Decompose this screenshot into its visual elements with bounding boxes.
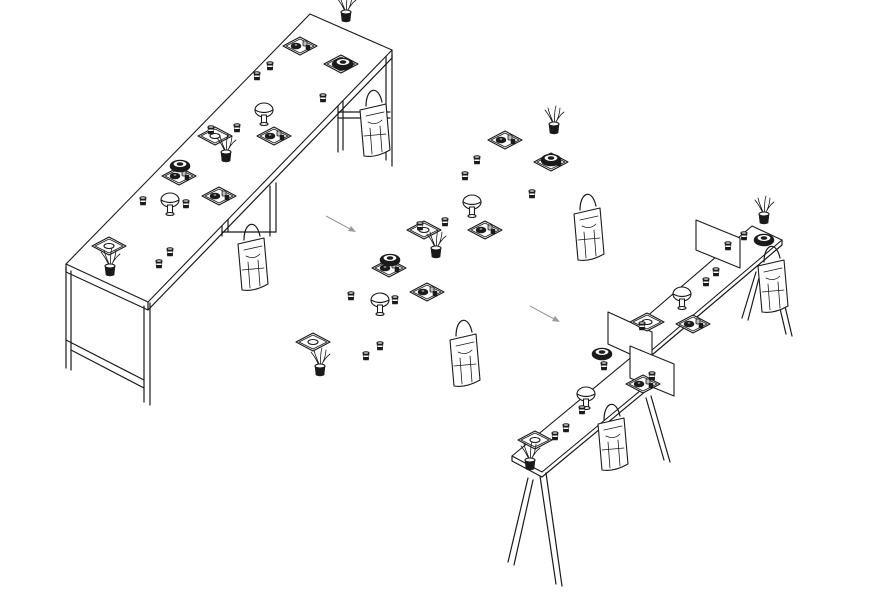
cup-icon [139, 196, 147, 206]
tray-icon [406, 220, 442, 240]
cup-icon [319, 93, 327, 103]
tray-icon [295, 332, 331, 352]
cup-icon [551, 431, 559, 441]
bowl-icon [332, 57, 354, 71]
cup-icon [638, 321, 646, 331]
cup-icon [362, 351, 370, 361]
cup-icon [600, 361, 608, 371]
tote-bag-icon [237, 223, 269, 291]
lamp-icon [462, 194, 482, 219]
cup-icon [253, 71, 261, 81]
cup-icon [740, 231, 748, 241]
cup-icon [166, 247, 174, 257]
cup-icon [473, 155, 481, 165]
plant-icon [544, 105, 565, 135]
bowl-icon [591, 347, 613, 361]
cup-icon [347, 291, 355, 301]
divider-panel-icon [695, 219, 741, 269]
tray-icon [467, 220, 503, 240]
cup-icon [578, 405, 586, 415]
bowl-icon [753, 233, 775, 247]
plant-icon [310, 347, 331, 377]
cup-icon [233, 123, 241, 133]
cup-icon [155, 259, 163, 269]
cup-icon [207, 125, 215, 135]
cup-icon [702, 277, 710, 287]
cup-icon [528, 189, 536, 199]
plant-icon [754, 195, 775, 225]
cup-icon [461, 171, 469, 181]
cup-icon [648, 371, 656, 381]
bowl-icon [379, 253, 401, 267]
cup-icon [712, 267, 720, 277]
tote-bag-icon [449, 319, 481, 387]
cup-icon [416, 221, 424, 231]
cup-icon [441, 217, 449, 227]
plant-icon [336, 0, 357, 23]
transition-arrow [325, 215, 356, 232]
stage-loose-items [295, 105, 605, 387]
stage-long-table [65, 0, 393, 406]
bowl-icon [540, 153, 562, 167]
cup-icon [376, 341, 384, 351]
bowl-icon [169, 159, 191, 173]
lamp-icon [370, 292, 390, 317]
cup-icon [391, 295, 399, 305]
transition-arrow [529, 305, 560, 322]
divider-panel-icon [629, 345, 675, 397]
cup-icon [266, 61, 274, 71]
tote-bag-icon [573, 193, 605, 261]
cup-icon [724, 241, 732, 251]
tray-icon [487, 130, 523, 150]
tray-icon [409, 282, 445, 302]
cup-icon [182, 199, 190, 209]
stage-split-sawhorse-tables [507, 195, 793, 587]
cup-icon [562, 423, 570, 433]
